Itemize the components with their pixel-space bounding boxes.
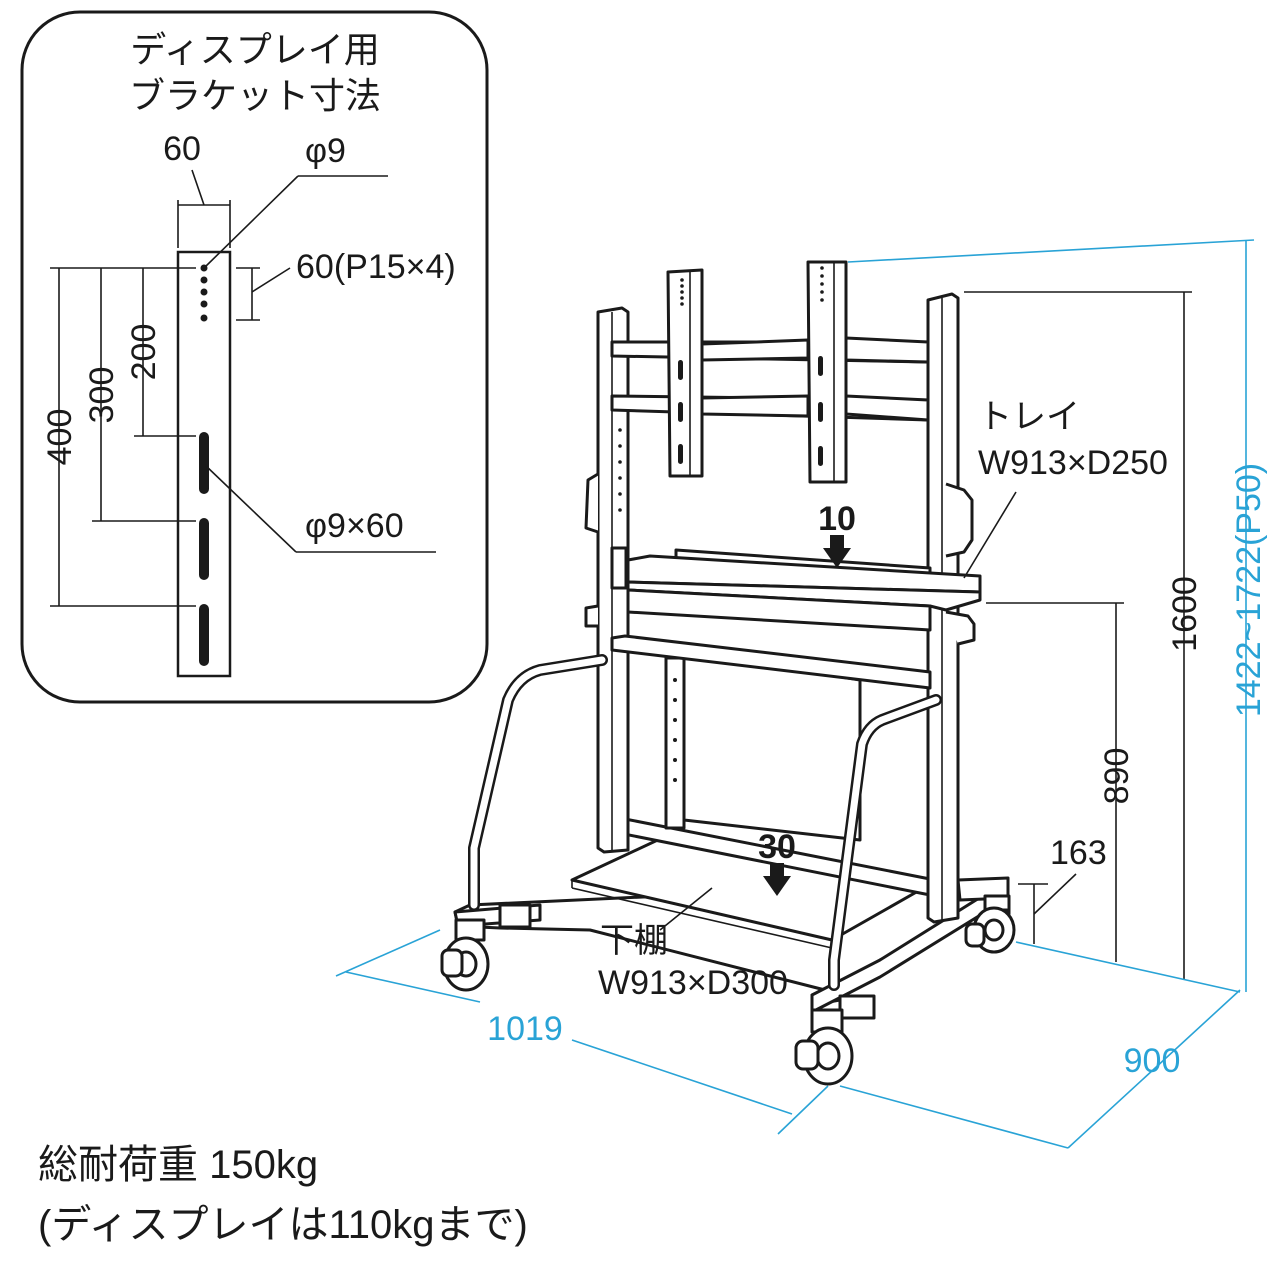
caster-front-right <box>794 1008 854 1086</box>
handle-left <box>468 654 608 911</box>
shelf-load-value: 30 <box>758 828 796 866</box>
note-display-load: (ディスプレイは110kgまで) <box>38 1203 528 1247</box>
inset-dim-pitch: 60(P15×4) <box>296 248 456 286</box>
caster-back-right <box>964 906 1016 954</box>
load-notes: 総耐荷重 150kg (ディスプレイは110kgまで) <box>38 1143 528 1247</box>
dim-depth: 900 <box>1124 1042 1181 1080</box>
inset-dim-slot: φ9×60 <box>305 507 404 545</box>
tray-load-value: 10 <box>818 500 856 538</box>
caster-front-left <box>440 918 490 992</box>
handle-right <box>828 694 942 991</box>
shelf-load-arrow <box>763 863 791 896</box>
stand-drawing: 10 30 トレイ W913×D250 下棚 W913×D300 1600 89… <box>335 239 1268 1149</box>
note-total-load: 総耐荷重 150kg <box>38 1143 318 1187</box>
dim-adjust: 1422~1722(P50) <box>1230 463 1268 717</box>
inset-title-line1: ディスプレイ用 <box>130 29 379 70</box>
inset-title-line2: ブラケット寸法 <box>129 75 381 116</box>
inset-dim-width: 60 <box>163 130 201 168</box>
left-upright <box>584 306 630 854</box>
bracket-pitch-holes <box>200 264 208 322</box>
inset-dim-200: 200 <box>125 324 163 381</box>
dim-tray-height: 890 <box>1098 748 1136 805</box>
left-display-bracket <box>666 268 704 478</box>
tray <box>626 548 982 632</box>
shelf-label: 下棚 <box>600 922 668 960</box>
shelf-size: W913×D300 <box>598 964 788 1002</box>
tray-size: W913×D250 <box>978 444 1168 482</box>
right-display-bracket <box>806 260 848 484</box>
dim-width: 1019 <box>487 1010 563 1048</box>
center-post <box>664 656 686 830</box>
dim-height: 1600 <box>1166 576 1204 652</box>
inset-frame <box>20 10 489 704</box>
tray-label: トレイ <box>978 398 1080 436</box>
inset-dim-400: 400 <box>41 409 79 466</box>
bracket-inset: ディスプレイ用 ブラケット寸法 60 φ9 60(P15× <box>20 10 489 704</box>
inset-dim-hole: φ9 <box>305 132 346 170</box>
inset-dim-300: 300 <box>83 367 121 424</box>
tray-load-arrow <box>823 535 851 568</box>
right-upright <box>926 292 976 924</box>
dim-shelf-height: 163 <box>1050 834 1107 872</box>
bracket-slots <box>199 432 209 666</box>
